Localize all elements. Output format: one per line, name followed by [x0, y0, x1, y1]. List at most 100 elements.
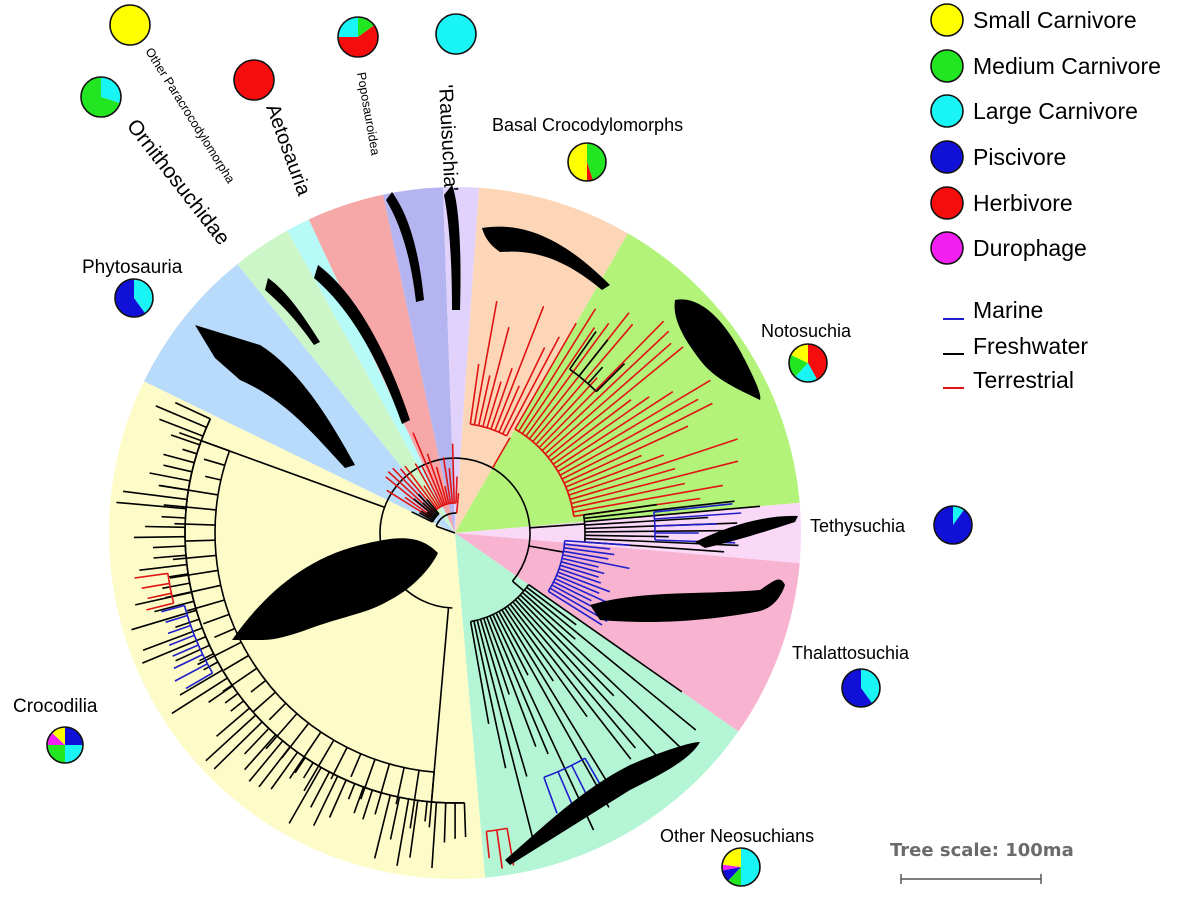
legend-label: Medium Carnivore	[973, 53, 1161, 79]
tree-branch	[215, 707, 251, 737]
tree-branch	[505, 336, 560, 437]
tree-branch	[469, 363, 480, 425]
pie-slice-large	[861, 669, 881, 704]
tree-branch	[248, 740, 284, 782]
silhouette-aetosaur	[314, 265, 410, 424]
tree-branch	[485, 831, 490, 859]
tree-branch	[186, 599, 225, 612]
tree-branch	[495, 612, 529, 676]
tree-branch	[506, 605, 588, 718]
tree-branch	[501, 609, 613, 791]
tree-branch	[223, 654, 250, 671]
tree-branch	[442, 457, 452, 504]
silhouette-thalattosuchian	[590, 579, 785, 623]
sector-other-paracrocodylomorpha	[287, 219, 455, 533]
tree-branch	[182, 448, 198, 455]
pie-slice-large	[953, 506, 965, 525]
diet-pie-aetosauria	[233, 59, 275, 101]
tree-branch	[435, 525, 456, 534]
tree-scale: Tree scale: 100ma	[890, 840, 1074, 884]
tree-branch	[224, 692, 239, 704]
tree-branch	[492, 614, 595, 831]
tree-branch	[426, 453, 446, 505]
tree-branch	[426, 511, 436, 519]
tree-branch	[567, 454, 664, 492]
tree-branch	[477, 375, 491, 426]
sector-other-neosuchians	[455, 533, 739, 878]
tree-branch	[563, 547, 615, 556]
tree-branch	[184, 418, 465, 804]
legend-swatch	[930, 140, 964, 174]
diet-pies	[46, 4, 973, 887]
tree-branch	[455, 476, 458, 504]
tree-branch	[535, 377, 598, 446]
diet-pie-notosuchia	[788, 343, 828, 383]
silhouette-neosuchian	[505, 742, 700, 865]
pie-outline	[435, 13, 477, 55]
legend-item-freshwater: Freshwater	[943, 333, 1088, 359]
tree-branch	[557, 571, 611, 593]
diet-pie-poposauroidea	[337, 16, 379, 58]
tree-branch	[568, 438, 738, 496]
tree-branch	[171, 677, 228, 715]
tree-branch	[395, 767, 405, 805]
pie-slice-herbivore	[587, 162, 593, 181]
tree-branch	[389, 797, 401, 840]
legend-label: Durophage	[973, 235, 1087, 261]
tree-branch	[422, 502, 438, 517]
tree-branch	[252, 691, 276, 713]
pie-slice-small	[110, 5, 150, 45]
tree-branch	[163, 464, 193, 473]
tree-branch	[170, 434, 201, 446]
tree-branch	[547, 346, 684, 458]
silhouette-ornithosuchid	[265, 278, 320, 345]
tree-branch	[496, 829, 503, 869]
tree-branch	[517, 596, 615, 697]
tree-branch	[174, 401, 211, 420]
legend-swatch	[930, 186, 964, 220]
tree-branch	[564, 539, 630, 546]
tree-branch	[563, 550, 609, 560]
legend-item-medium-carnivore: Medium Carnivore	[930, 49, 1161, 83]
tree-branch	[183, 605, 214, 674]
tree-branch	[569, 467, 676, 501]
legend-swatch	[930, 49, 964, 83]
tree-branch	[360, 759, 376, 800]
pie-slice-piscivore	[934, 506, 973, 544]
tree-branch	[569, 330, 597, 370]
tree-branch	[494, 305, 545, 431]
pie-outline	[114, 278, 154, 318]
tree-branch	[417, 493, 439, 516]
tree-branch	[155, 405, 207, 429]
tree-branch	[174, 663, 208, 682]
tree-branch	[469, 621, 490, 725]
legend-label: Herbivore	[973, 190, 1073, 216]
tree-branch	[139, 563, 187, 571]
pie-slice-durophage	[47, 732, 65, 745]
tree-branch	[560, 561, 605, 575]
tree-branch	[265, 713, 298, 750]
tree-branch	[654, 512, 742, 520]
tree-branch	[147, 592, 172, 600]
tree-branch	[435, 466, 448, 505]
tree-branch	[553, 581, 592, 602]
pie-outline	[46, 726, 84, 764]
tree-branch	[524, 589, 697, 731]
silhouette-poposaur	[386, 192, 424, 302]
tree-branch	[404, 496, 432, 517]
tree-branch	[146, 602, 174, 611]
silhouette-crocodile	[232, 538, 438, 640]
tree-branch	[486, 381, 502, 428]
tree-branch	[584, 500, 735, 520]
tree-branch	[595, 362, 626, 393]
tree-branch	[175, 618, 200, 629]
tree-branch	[174, 522, 216, 526]
tree-branch	[145, 525, 186, 529]
tree-branch	[414, 463, 441, 508]
tree-branch	[172, 554, 217, 561]
tree-branch	[353, 786, 365, 814]
pie-slice-large	[436, 14, 476, 54]
tree-branch	[584, 516, 709, 526]
tree-branch	[179, 669, 223, 696]
tree-branch	[373, 794, 392, 859]
